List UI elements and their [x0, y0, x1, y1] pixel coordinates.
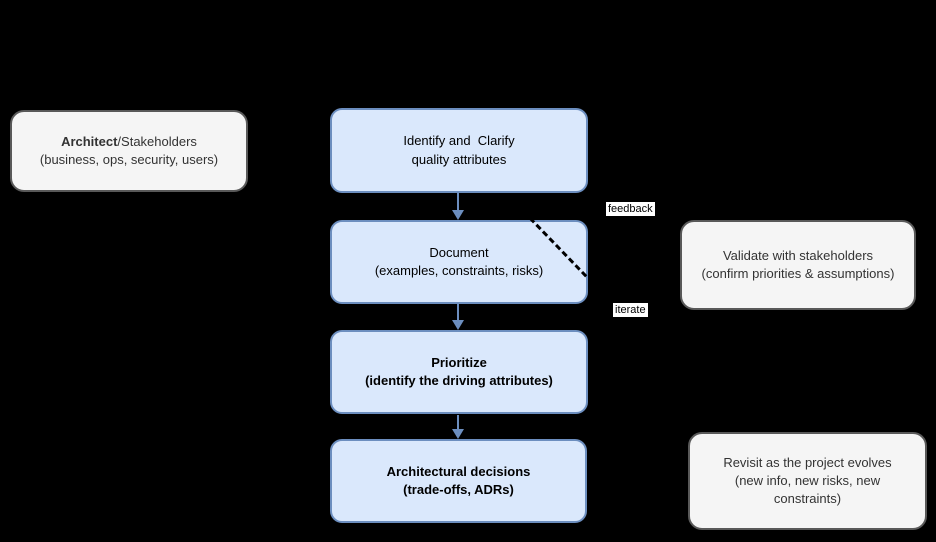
node-validate-stakeholders: Validate with stakeholders (confirm prio…: [680, 220, 916, 310]
node-title: Revisit as the project evolves: [723, 454, 892, 470]
node-title: Architect/Stakeholders: [61, 133, 197, 151]
node-revisit-project: Revisit as the project evolves (new info…: [688, 432, 927, 530]
node-subtitle: (confirm priorities & assumptions): [701, 266, 895, 281]
node-title: Identify and Clarify: [403, 133, 515, 149]
node-prioritize: Prioritize (identify the driving attribu…: [330, 330, 588, 414]
node-document: Document (examples, constraints, risks): [330, 220, 588, 304]
node-subtitle: (new info, new risks, new constraints): [734, 472, 884, 507]
arrow-document-to-prioritize-head-icon: [452, 320, 464, 330]
node-subtitle: quality attributes: [411, 151, 507, 167]
node-subtitle: (business, ops, security, users): [39, 152, 219, 167]
node-subtitle: (trade-offs, ADRs): [403, 482, 514, 497]
arrow-document-to-prioritize-line: [457, 304, 459, 320]
edge-label-feedback: feedback: [606, 202, 655, 216]
arrow-prioritize-to-decisions-head-icon: [452, 429, 464, 439]
node-title: Validate with stakeholders: [722, 247, 874, 263]
node-subtitle: (examples, constraints, risks): [374, 263, 544, 278]
edge-label-iterate: iterate: [613, 303, 648, 317]
node-architectural-decisions: Architectural decisions (trade-offs, ADR…: [330, 439, 587, 523]
node-identify-clarify: Identify and Clarify quality attributes: [330, 108, 588, 193]
node-title-rest: /Stakeholders: [117, 133, 197, 149]
node-title-bold: Architect: [61, 133, 118, 149]
node-subtitle: (identify the driving attributes): [365, 373, 553, 388]
node-title: Document: [429, 244, 489, 260]
arrow-prioritize-to-decisions-line: [457, 415, 459, 429]
node-title: Prioritize: [431, 354, 487, 370]
node-architect-stakeholders: Architect/Stakeholders (business, ops, s…: [10, 110, 248, 192]
arrow-identify-to-document-head-icon: [452, 210, 464, 220]
node-title: Architectural decisions: [386, 463, 531, 479]
arrow-identify-to-document-line: [457, 193, 459, 210]
